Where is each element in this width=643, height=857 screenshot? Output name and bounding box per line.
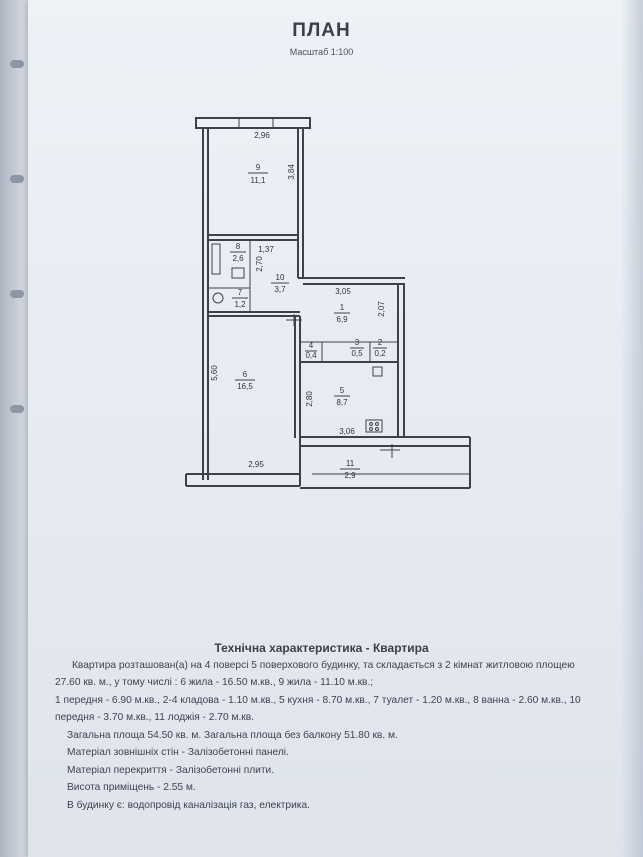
dim-2-96: 2,96 <box>254 131 270 140</box>
tech-line: В будинку є: водопровід каналізація газ,… <box>67 800 310 811</box>
room-5-label: 5 8,7 <box>334 386 350 407</box>
binder-hole <box>10 60 24 68</box>
tech-line: Загальна площа 54.50 кв. м. Загальна пло… <box>67 730 398 741</box>
room-2-label: 2 0,2 <box>373 338 387 358</box>
svg-text:3: 3 <box>355 338 360 347</box>
room-8-label: 8 2,6 <box>230 242 246 263</box>
dim-2-80: 2,80 <box>305 391 314 407</box>
dim-3-06: 3,06 <box>339 427 355 436</box>
svg-text:3,7: 3,7 <box>274 285 286 294</box>
tech-heading: Технічна характеристика - Квартира <box>214 641 429 655</box>
dim-5-60: 5,60 <box>210 365 219 381</box>
room-10-label: 10 3,7 <box>271 273 289 294</box>
tech-line: Матеріал зовнішніх стін - Залізобетонні … <box>67 747 289 758</box>
svg-text:8,7: 8,7 <box>336 398 348 407</box>
kitchen-sink-icon <box>372 366 383 377</box>
dim-2-95: 2,95 <box>248 460 264 469</box>
door-marks <box>238 118 400 458</box>
tech-line: 1 передня - 6.90 м.кв., 2-4 кладова - 1.… <box>55 695 581 706</box>
svg-text:11: 11 <box>346 459 355 468</box>
svg-text:5: 5 <box>340 386 345 395</box>
svg-text:0,2: 0,2 <box>374 349 386 358</box>
dim-3-05: 3,05 <box>335 287 351 296</box>
sheet-edge-shadow <box>621 0 643 857</box>
dim-2-07: 2,07 <box>377 301 386 317</box>
svg-text:2,6: 2,6 <box>232 254 244 263</box>
svg-text:2: 2 <box>378 338 383 347</box>
tech-line: Матеріал перекриття - Залізобетонні плит… <box>67 765 275 776</box>
svg-text:8: 8 <box>236 242 241 251</box>
tech-line: Квартира розташован(а) на 4 поверсі 5 по… <box>72 660 575 671</box>
tech-line: Висота приміщень - 2.55 м. <box>67 782 196 793</box>
room-3-label: 3 0,5 <box>350 338 364 358</box>
stove-icon <box>365 419 383 433</box>
plan-title: ПЛАН <box>292 20 351 41</box>
toilet-icon <box>212 292 224 304</box>
room-4-label: 4 0,4 <box>305 341 317 360</box>
svg-text:9: 9 <box>256 163 261 172</box>
tech-line: передня - 3.70 м.кв., 11 лоджія - 2.70 м… <box>55 712 254 723</box>
room-11-label: 11 2,9 <box>340 459 360 480</box>
room-1-label: 1 6,9 <box>334 303 350 324</box>
svg-text:11,1: 11,1 <box>251 176 267 185</box>
svg-text:0,5: 0,5 <box>351 349 363 358</box>
tech-line: 27.60 кв. м., у тому числі : 6 жила - 16… <box>55 677 374 688</box>
svg-text:4: 4 <box>309 341 314 350</box>
dim-3-84: 3,84 <box>287 164 296 180</box>
binder-hole <box>10 290 24 298</box>
bathtub-icon <box>211 243 221 275</box>
svg-text:1: 1 <box>340 303 345 312</box>
plan-scale: Масштаб 1:100 <box>289 47 354 57</box>
svg-text:7: 7 <box>238 288 243 297</box>
dim-1-37: 1,37 <box>258 245 274 254</box>
room-9-label: 9 11,1 <box>248 163 268 185</box>
fixtures <box>211 243 383 433</box>
binder-hole <box>10 175 24 183</box>
svg-text:1,2: 1,2 <box>234 300 246 309</box>
paper-sheet <box>28 0 643 857</box>
svg-text:16,5: 16,5 <box>237 382 253 391</box>
svg-text:6: 6 <box>243 370 248 379</box>
binder-hole <box>10 405 24 413</box>
room-7-label: 7 1,2 <box>232 288 248 309</box>
svg-text:6,9: 6,9 <box>336 315 348 324</box>
svg-text:0,4: 0,4 <box>305 351 317 360</box>
outer-walls <box>185 117 471 489</box>
svg-text:2,9: 2,9 <box>344 471 356 480</box>
dim-2-70: 2,70 <box>255 256 264 272</box>
room-6-label: 6 16,5 <box>235 370 255 391</box>
svg-text:10: 10 <box>276 273 285 282</box>
sink-icon <box>231 267 245 279</box>
interior-walls <box>208 234 470 475</box>
